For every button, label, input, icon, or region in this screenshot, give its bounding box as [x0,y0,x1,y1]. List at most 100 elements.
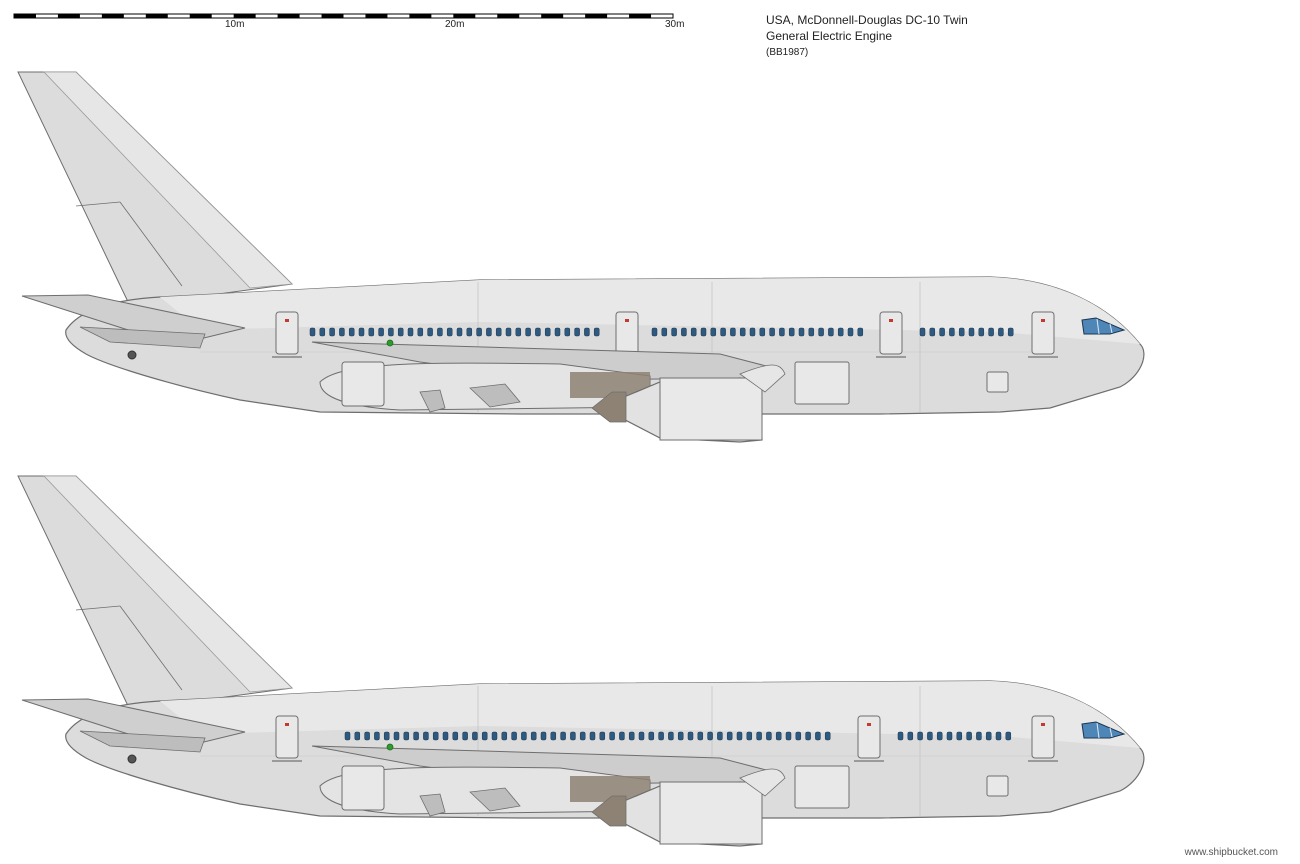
cabin-window [437,327,443,337]
cabin-window [681,327,687,337]
access-hatch [986,775,1009,797]
scale-segment [101,14,124,18]
apu-exhaust [127,754,137,764]
cabin-window [495,327,502,337]
apu-exhaust [127,350,137,360]
cockpit-windows [1081,317,1126,335]
scale-segment [189,14,212,18]
cabin-window [564,327,571,337]
cabin-window [403,731,410,741]
cabin-window [661,327,668,337]
cabin-window [344,731,351,741]
cabin-window [515,327,522,337]
cockpit-frame [1109,727,1113,738]
cabin-window [824,731,831,741]
scale-segment [365,14,388,18]
cabin-window [958,327,965,337]
cabin-window [805,731,811,741]
cabin-window [599,731,606,741]
main-gear-strut [469,383,521,408]
cabin-window [442,731,449,741]
cabin-window [452,731,459,741]
cabin-window [544,327,551,337]
cabin-window [456,327,463,337]
cabin-window [481,731,488,741]
watermark: www.shipbucket.com [1184,847,1278,858]
cabin-window [554,327,561,337]
cabin-window [560,731,566,741]
title-line-2: General Electric Engine [766,29,893,43]
cabin-window [726,731,733,741]
cabin-window [413,731,419,741]
cabin-window [690,327,697,337]
cabin-window [309,327,316,337]
cabin-window [717,731,723,741]
cabin-window [374,731,380,741]
cabin-window [756,731,762,741]
cabin-window [795,731,802,741]
cabin-window [956,731,963,741]
cabin-window [966,731,972,741]
cabin-window [535,327,541,337]
scale-segment [57,14,80,18]
main-gear-strut [469,787,521,812]
cabin-window [818,327,824,337]
scale-segment [497,14,520,18]
scale-segment [629,14,652,18]
cabin-window [550,731,557,741]
cabin-door [615,311,639,355]
cabin-window [427,327,433,337]
cabin-window [746,731,753,741]
rudder [43,71,293,289]
cabin-window [628,731,635,741]
cabin-window [917,731,923,741]
cabin-window [589,731,596,741]
aircraft-profile-lower [17,475,1145,847]
cabin-window [897,731,904,741]
scale-segment [321,14,344,18]
rudder [43,475,293,693]
title-block: USA, McDonnell-Douglas DC-10 Twin Genera… [766,12,968,60]
cabin-window [579,731,586,741]
cabin-door [879,311,903,355]
cabin-window [710,327,717,337]
cabin-window [407,327,414,337]
cabin-window [857,327,864,337]
scale-segment [585,14,608,18]
engine-pylon [739,768,786,797]
cabin-window [358,327,365,337]
door-handle [889,319,893,322]
cabin-window [368,327,375,337]
cabin-window [638,731,645,741]
scale-segment [541,14,564,18]
cabin-window [707,731,713,741]
nav-light [386,339,394,347]
cabin-window [658,731,664,741]
cabin-door [275,715,299,759]
cabin-window [540,731,547,741]
cabin-window [976,731,982,741]
rudder-hinge-line [119,605,183,691]
engine-exhaust-nozzle [591,795,627,827]
cabin-window [570,731,576,741]
engine-exhaust-nozzle [591,391,627,423]
scale-segment [277,14,300,18]
cabin-window [319,327,326,337]
scale-label-10m: 10m [225,19,245,30]
cabin-window [995,731,1002,741]
engine-fan-cowl [659,377,763,441]
cabin-window [417,327,424,337]
cabin-window [329,327,335,337]
cargo-door [341,361,385,407]
cabin-window [988,327,994,337]
cabin-window [946,731,953,741]
cabin-window [759,327,766,337]
cockpit-frame [1096,318,1100,335]
cabin-window [808,327,815,337]
cabin-window [671,327,677,337]
cabin-window [486,327,492,337]
cabin-window [766,731,772,741]
cabin-window [769,327,775,337]
cabin-window [939,327,945,337]
main-gear-door [419,793,446,817]
